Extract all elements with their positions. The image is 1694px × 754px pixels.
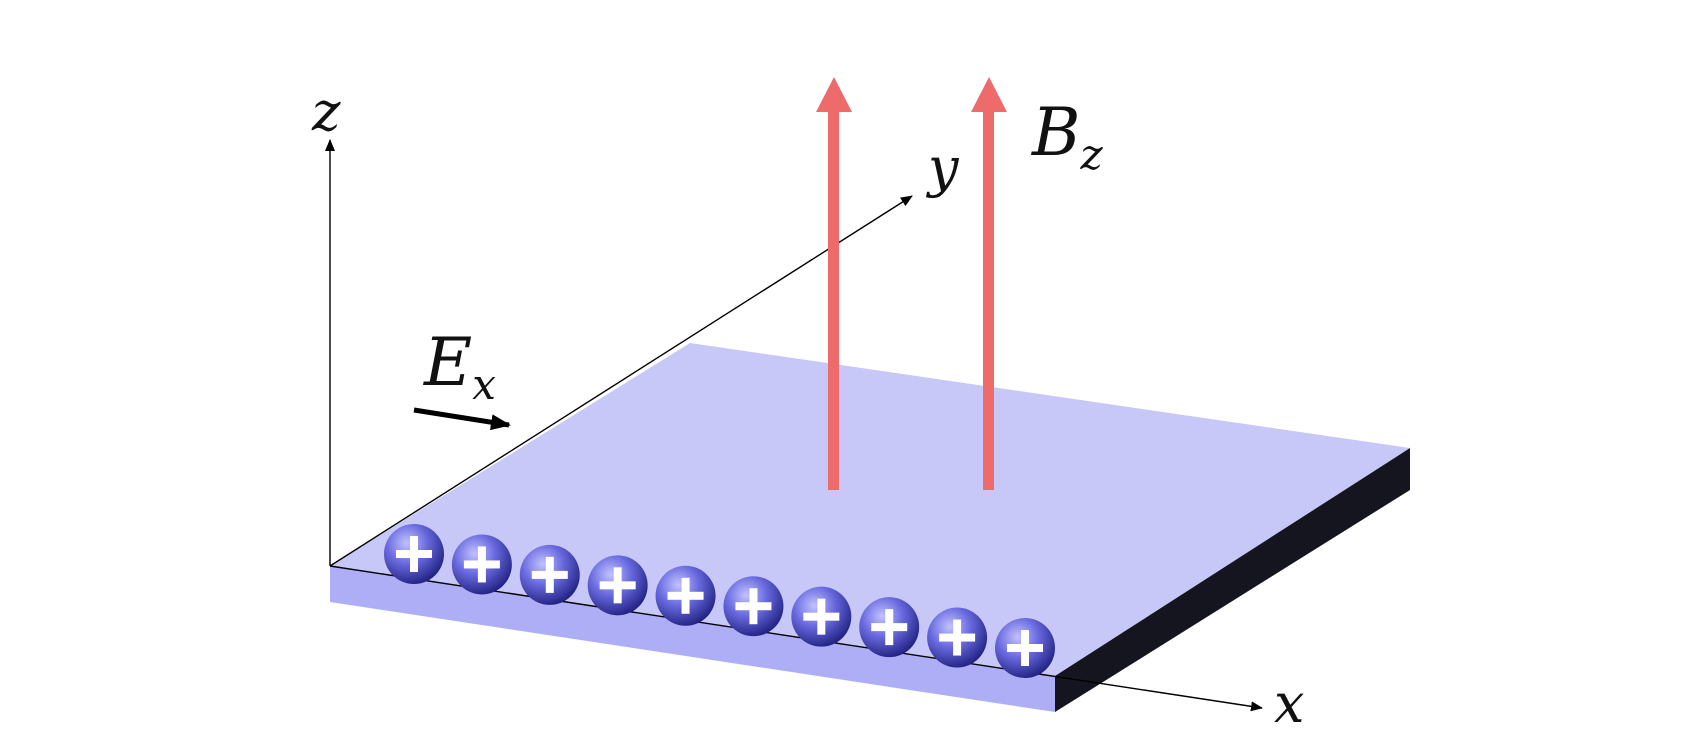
electric-field-subscript: x <box>472 360 496 409</box>
slab-side-face <box>1055 448 1410 712</box>
positive-charge <box>451 534 512 595</box>
plus-sign-vertical <box>953 619 962 656</box>
plus-sign-vertical <box>1021 630 1029 666</box>
slab-front-face <box>330 566 1055 712</box>
plus-sign-vertical <box>410 536 418 572</box>
x-axis-label: x <box>1274 672 1304 735</box>
magnetic-field-arrows <box>816 77 1007 490</box>
positive-charge <box>384 524 444 584</box>
y-axis <box>329 195 913 567</box>
plus-sign-vertical <box>545 556 554 593</box>
positive-charge <box>723 576 784 637</box>
magnetic-field-arrow-right <box>971 77 1007 490</box>
magnetic-field-arrow-left <box>816 77 852 490</box>
plus-sign-vertical <box>681 577 690 614</box>
plus-sign-vertical <box>749 588 758 625</box>
positive-charges-row <box>384 524 1055 678</box>
electric-field-label: Ex <box>423 324 496 409</box>
plus-sign-vertical <box>817 598 826 635</box>
z-axis-label: z <box>311 80 341 143</box>
electric-field-symbol: E <box>423 324 472 401</box>
plus-sign-vertical <box>613 567 622 604</box>
positive-charge <box>587 555 648 616</box>
magnetic-field-symbol: B <box>1031 94 1081 171</box>
magnetic-field-label: Bz <box>1031 94 1104 179</box>
positive-charge <box>791 586 852 647</box>
y-axis-label: y <box>926 136 960 199</box>
positive-charge <box>995 618 1055 678</box>
positive-charge <box>859 597 920 658</box>
plus-sign-vertical <box>885 609 894 646</box>
positive-charge <box>655 565 716 626</box>
electric-field-indicator: Ex <box>413 324 511 431</box>
positive-charge <box>927 607 988 668</box>
positive-charge <box>519 544 580 605</box>
plus-sign-vertical <box>477 546 486 583</box>
magnetic-field-subscript: z <box>1080 130 1104 179</box>
electric-field-arrow <box>413 407 511 431</box>
